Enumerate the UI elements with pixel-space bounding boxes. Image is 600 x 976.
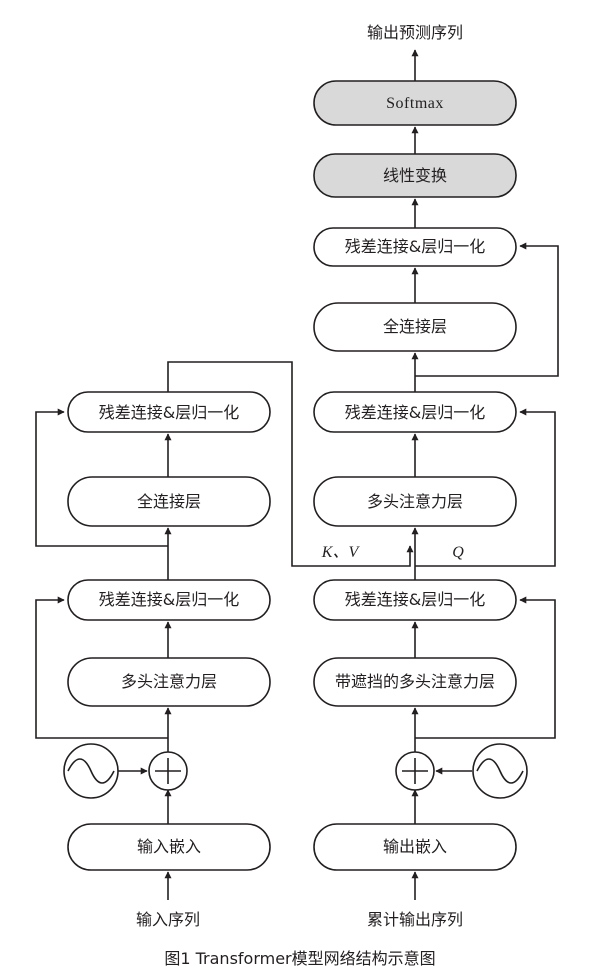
decoder-ffn-box: 全连接层: [313, 302, 517, 352]
decoder-addnorm-3-text: 残差连接&层归一化: [345, 237, 485, 256]
decoder-residual-1: [415, 596, 556, 739]
encoder-embedding-text: 输入嵌入: [137, 837, 201, 856]
encoder-addnorm-1-box: 残差连接&层归一化: [67, 579, 271, 621]
encoder-residual-1: [35, 596, 168, 739]
encoder-ffn-box: 全连接层: [67, 476, 271, 527]
decoder-cross-attention-text: 多头注意力层: [367, 492, 463, 511]
encoder-add-icon: [148, 751, 188, 791]
decoder-linear-text: 线性变换: [383, 166, 447, 185]
encoder-attention-box: 多头注意力层: [67, 657, 271, 707]
decoder-softmax-box: Softmax: [313, 80, 517, 126]
decoder-addnorm-1-box: 残差连接&层归一化: [313, 579, 517, 621]
decoder-add-icon: [395, 751, 435, 791]
decoder-addnorm-2-box: 残差连接&层归一化: [313, 391, 517, 433]
decoder-addnorm-1-text: 残差连接&层归一化: [345, 590, 485, 609]
encoder-residual-2: [35, 408, 168, 547]
decoder-linear-box: 线性变换: [313, 153, 517, 198]
encoder-attention-text: 多头注意力层: [121, 672, 217, 691]
decoder-cross-attention-box: 多头注意力层: [313, 476, 517, 527]
q-label: Q: [452, 544, 464, 561]
encoder-to-decoder-kv-line: [167, 361, 414, 567]
decoder-addnorm-2-text: 残差连接&层归一化: [345, 403, 485, 422]
decoder-ffn-text: 全连接层: [383, 317, 447, 336]
decoder-masked-attention-box: 带遮挡的多头注意力层: [313, 657, 517, 707]
decoder-softmax-text: Softmax: [386, 95, 444, 112]
decoder-input-label: 累计输出序列: [367, 910, 463, 929]
encoder-positional-encoding-icon: [63, 743, 119, 799]
figure-caption: 图1 Transformer模型网络结构示意图: [164, 949, 435, 968]
encoder: 输入序列 输入嵌入 多头注意力层: [35, 391, 271, 929]
encoder-addnorm-1-text: 残差连接&层归一化: [99, 590, 239, 609]
encoder-addnorm-2-text: 残差连接&层归一化: [99, 403, 239, 422]
decoder-output-label: 输出预测序列: [367, 23, 463, 42]
decoder-embedding-box: 输出嵌入: [313, 823, 517, 871]
encoder-ffn-text: 全连接层: [137, 492, 201, 511]
decoder-residual-3: [415, 242, 559, 377]
decoder-embedding-text: 输出嵌入: [383, 837, 447, 856]
encoder-input-label: 输入序列: [136, 910, 200, 929]
decoder-residual-2: [415, 408, 556, 567]
kv-label: K、V: [321, 544, 361, 561]
encoder-addnorm-2-box: 残差连接&层归一化: [67, 391, 271, 433]
decoder-addnorm-3-box: 残差连接&层归一化: [313, 227, 517, 267]
decoder: 累计输出序列 输出嵌入 带遮挡的多头注意力层: [313, 23, 559, 929]
decoder-positional-encoding-icon: [472, 743, 528, 799]
decoder-masked-attention-text: 带遮挡的多头注意力层: [335, 672, 495, 691]
encoder-embedding-box: 输入嵌入: [67, 823, 271, 871]
